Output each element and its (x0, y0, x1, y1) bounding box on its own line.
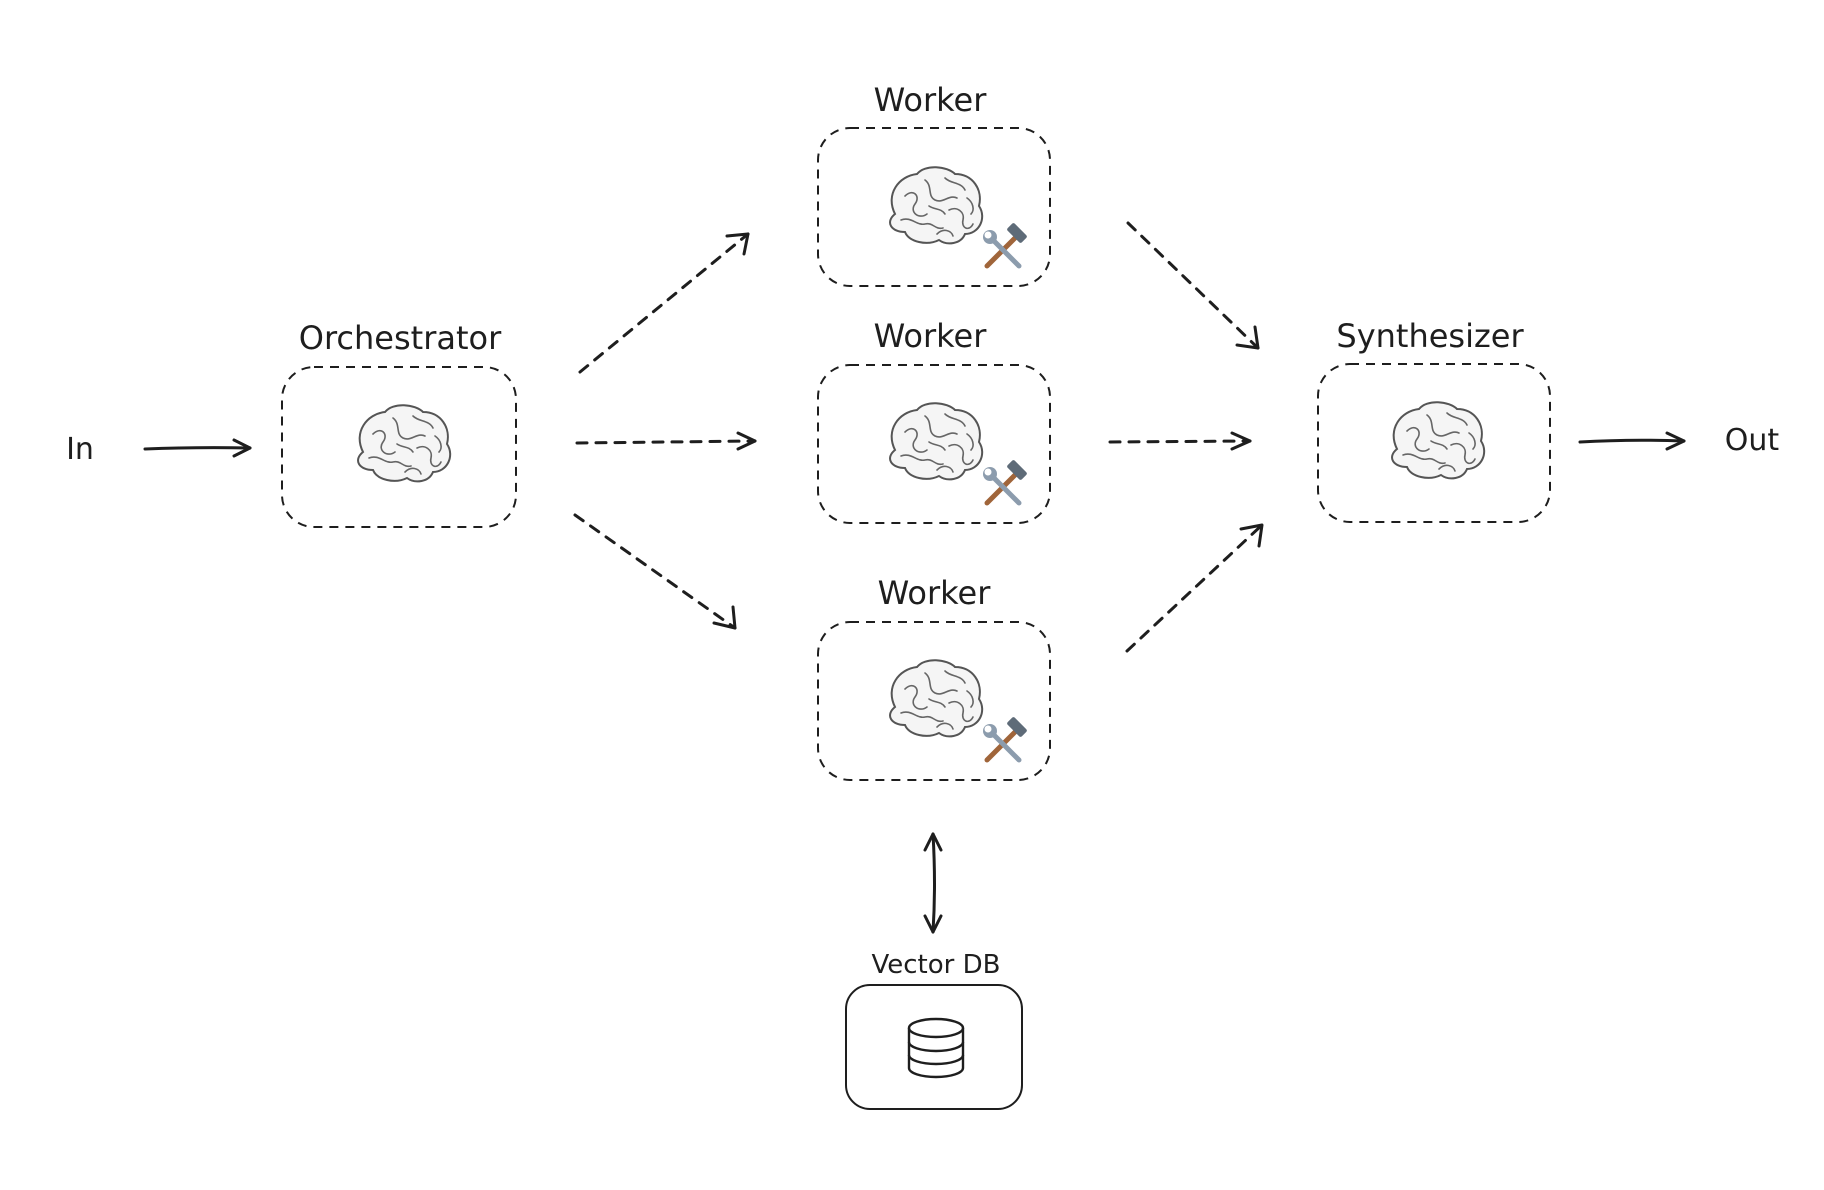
worker-bottom-node: Worker (817, 574, 1051, 781)
edge-orchestrator-to-worker-top (578, 232, 750, 374)
worker-top-box (817, 127, 1051, 287)
synthesizer-node: Synthesizer (1317, 317, 1551, 523)
brain-icon (1391, 401, 1486, 480)
worker-top-node: Worker (817, 81, 1051, 287)
vector-db-title: Vector DB (872, 950, 1001, 980)
worker-bottom-box (817, 621, 1051, 781)
edge-worker-bottom-vector-db (923, 832, 943, 934)
hammer-and-wrench-icon (983, 459, 1028, 503)
orchestrator-box (281, 366, 517, 528)
hammer-and-wrench-icon (983, 716, 1028, 760)
brain-icon (889, 402, 984, 481)
worker-middle-title: Worker (874, 317, 988, 355)
edge-worker-bottom-to-synthesizer (1125, 523, 1264, 653)
worker-top-title: Worker (874, 81, 988, 119)
brain-icon (357, 404, 452, 483)
input-label: In (66, 432, 94, 467)
output-label: Out (1725, 423, 1780, 458)
worker-middle-node: Worker (817, 317, 1051, 524)
synthesizer-box (1317, 363, 1551, 523)
worker-middle-box (817, 364, 1051, 524)
hammer-and-wrench-icon (983, 222, 1028, 266)
database-icon (907, 1017, 965, 1079)
brain-icon (889, 659, 984, 738)
edge-worker-top-to-synthesizer (1126, 221, 1260, 350)
brain-icon (889, 166, 984, 245)
edge-in-to-orchestrator (143, 438, 252, 458)
edge-worker-middle-to-synthesizer (1108, 431, 1252, 451)
edge-synthesizer-to-out (1578, 431, 1686, 451)
orchestrator-title: Orchestrator (299, 319, 502, 357)
vector-db-box (845, 984, 1023, 1110)
synthesizer-title: Synthesizer (1336, 317, 1524, 355)
orchestrator-node: Orchestrator (281, 319, 517, 528)
vector-db-node: Vector DB (845, 950, 1023, 1110)
edge-orchestrator-to-worker-middle (575, 431, 757, 451)
worker-bottom-title: Worker (878, 574, 992, 612)
edge-orchestrator-to-worker-bottom (573, 513, 737, 630)
